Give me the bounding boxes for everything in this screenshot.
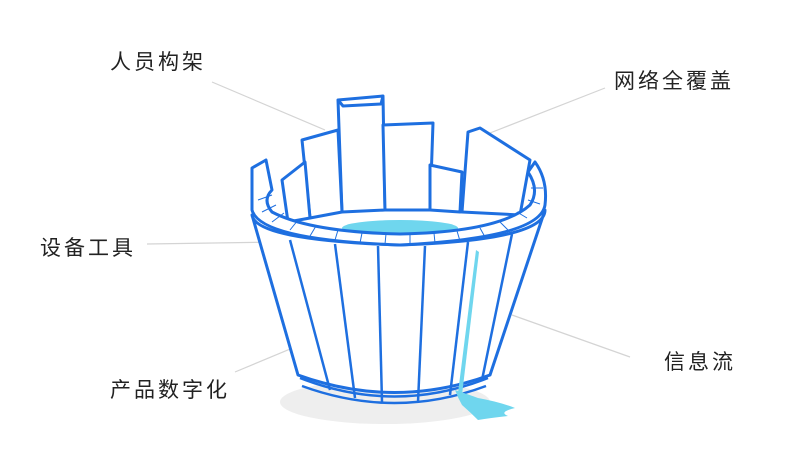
label-information: 信息流: [664, 350, 736, 374]
leader-line-information: [511, 314, 631, 358]
label-equipment: 设备工具: [40, 236, 136, 260]
barrel-rim: [250, 158, 547, 247]
stave-short-mid: [428, 163, 464, 214]
leader-line-equipment: [146, 241, 281, 245]
label-product: 产品数字化: [110, 378, 230, 402]
stave-short-left: [280, 160, 312, 224]
stave-tallest: [336, 94, 387, 214]
water-leak: [455, 250, 515, 420]
leader-line-network: [489, 87, 606, 134]
barrel-body: [250, 208, 547, 394]
stave-tall-right: [381, 121, 435, 212]
leader-line-personnel: [211, 81, 326, 131]
barrel: [250, 94, 547, 405]
stave-right-back: [460, 126, 532, 217]
label-network: 网络全覆盖: [614, 69, 734, 93]
label-personnel: 人员构架: [110, 50, 206, 74]
